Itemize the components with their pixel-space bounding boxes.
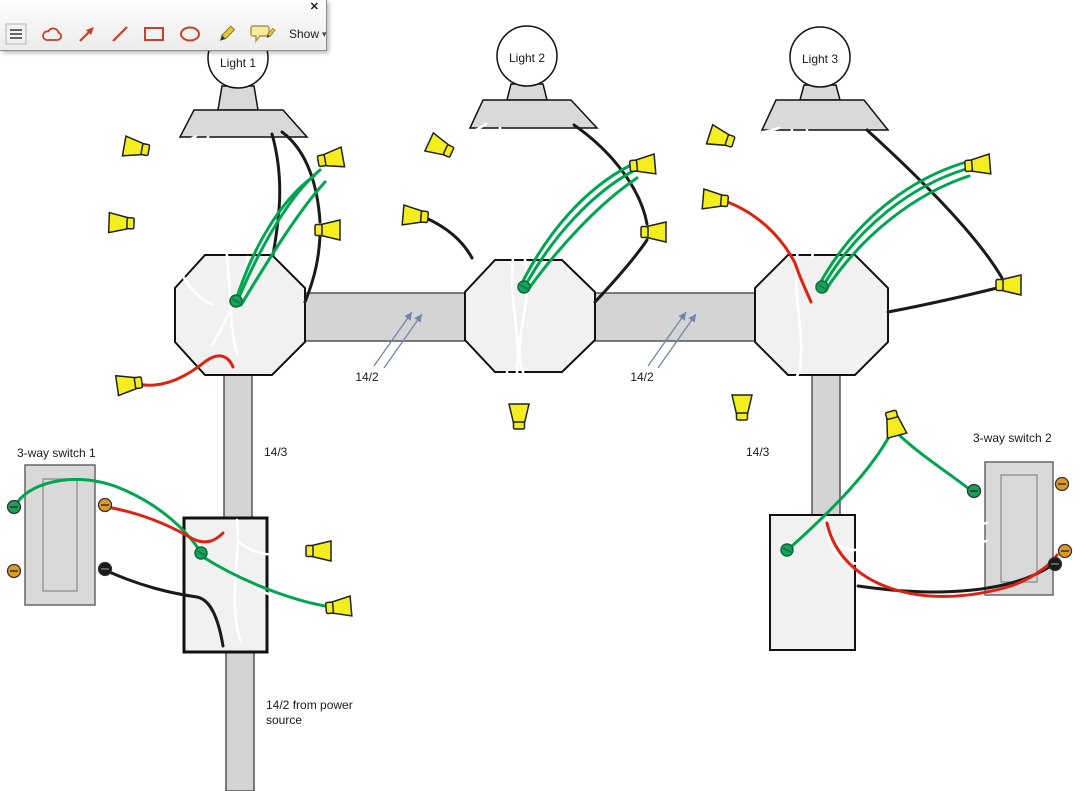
- conduit-14-3-left: [223, 369, 253, 521]
- annotation-toolbar: ✕: [0, 0, 327, 51]
- red-wires: [105, 199, 1059, 598]
- fixture-base: [760, 99, 890, 131]
- callout-tool-button[interactable]: [249, 22, 277, 46]
- green-wires: [15, 161, 971, 609]
- annotation-arrows: [373, 311, 697, 369]
- drop-right-label: 14/3: [746, 445, 770, 459]
- close-button[interactable]: ✕: [307, 1, 322, 14]
- white-wires: [131, 122, 989, 644]
- switch2-screws: [966, 476, 1073, 572]
- conduit-14-2-left: [302, 292, 468, 342]
- rectangle-icon: [144, 27, 164, 41]
- switch2-device: [984, 461, 1054, 596]
- pencil-icon: [219, 25, 236, 41]
- line-tool-button[interactable]: [109, 23, 131, 45]
- menu-icon: [5, 23, 27, 45]
- octagon-box-1: [174, 254, 306, 376]
- line-icon: [112, 26, 128, 42]
- show-dropdown[interactable]: Show ▾: [288, 26, 328, 42]
- switch2-label: 3-way switch 2: [973, 431, 1052, 445]
- ground-screw: [815, 280, 829, 294]
- wire-nut: [995, 274, 1022, 296]
- wire-nut: [107, 211, 136, 235]
- bulb-neck: [217, 85, 259, 111]
- switch1-screws: [6, 497, 113, 579]
- octagon-box-3: [754, 254, 889, 376]
- conduit-right-label: 14/2: [630, 370, 654, 384]
- wire-nut: [305, 540, 332, 562]
- light3-label: Light 3: [802, 52, 838, 66]
- arrow-icon: [79, 27, 94, 42]
- ellipse-icon: [180, 26, 200, 42]
- cloud-icon: [42, 27, 62, 41]
- toolbar-tools: Show ▾: [4, 22, 328, 46]
- callout-icon: [250, 25, 276, 43]
- wire-nut: [628, 153, 657, 177]
- ellipse-tool-button[interactable]: [177, 23, 203, 45]
- light-fixture-2: [468, 25, 599, 129]
- conduit-left-label: 14/2: [355, 370, 379, 384]
- wire-nut: [315, 146, 346, 172]
- switch1-device: [24, 464, 96, 606]
- rectangle-tool-button[interactable]: [142, 23, 166, 45]
- arrow-tool-button[interactable]: [76, 23, 98, 45]
- fixture-base: [468, 99, 599, 129]
- bulb: [789, 26, 851, 88]
- power-label-line1: 14/2 from power: [266, 698, 353, 712]
- wire-nut: [121, 135, 152, 161]
- diagram-labels: Light 1 Light 2 Light 3 14/2 14/2 14/3 1…: [17, 51, 1052, 727]
- pencil-tool-button[interactable]: [214, 22, 238, 46]
- conduit-14-2-right: [592, 292, 758, 342]
- fixture-base: [178, 109, 309, 138]
- conduit-power: [225, 649, 255, 791]
- wire-nut: [401, 204, 430, 228]
- ground-screw: [229, 294, 243, 308]
- conduit-14-3-right: [811, 369, 841, 519]
- junction-boxes: [174, 254, 889, 654]
- drop-left-label: 14/3: [264, 445, 288, 459]
- switch1-label: 3-way switch 1: [17, 446, 96, 460]
- light-fixture-3: [760, 26, 890, 131]
- wire-nut: [731, 394, 753, 421]
- light2-label: Light 2: [509, 51, 545, 65]
- chevron-down-icon: ▾: [322, 28, 327, 39]
- wire-nut: [424, 132, 457, 163]
- cloud-tool-button[interactable]: [39, 23, 65, 45]
- switch-box-right: [769, 514, 856, 651]
- wire-nut: [324, 595, 353, 619]
- octagon-box-2: [464, 259, 596, 373]
- power-label-line2: source: [266, 713, 302, 727]
- light1-label: Light 1: [220, 56, 256, 70]
- wire-nut: [640, 221, 667, 243]
- wire-nut: [880, 408, 908, 439]
- ground-screw: [194, 546, 208, 560]
- ground-screw: [780, 543, 794, 557]
- wire-nut: [114, 371, 145, 397]
- wire-nut: [701, 188, 730, 212]
- wire-nut: [705, 124, 738, 153]
- show-label: Show: [289, 27, 320, 41]
- ground-screw: [517, 280, 531, 294]
- bulb: [496, 25, 558, 87]
- ground-screws: [194, 280, 829, 560]
- black-wires: [105, 123, 1053, 648]
- wire-nut: [508, 403, 530, 430]
- menu-button[interactable]: [4, 22, 28, 46]
- wire-nut: [963, 153, 992, 177]
